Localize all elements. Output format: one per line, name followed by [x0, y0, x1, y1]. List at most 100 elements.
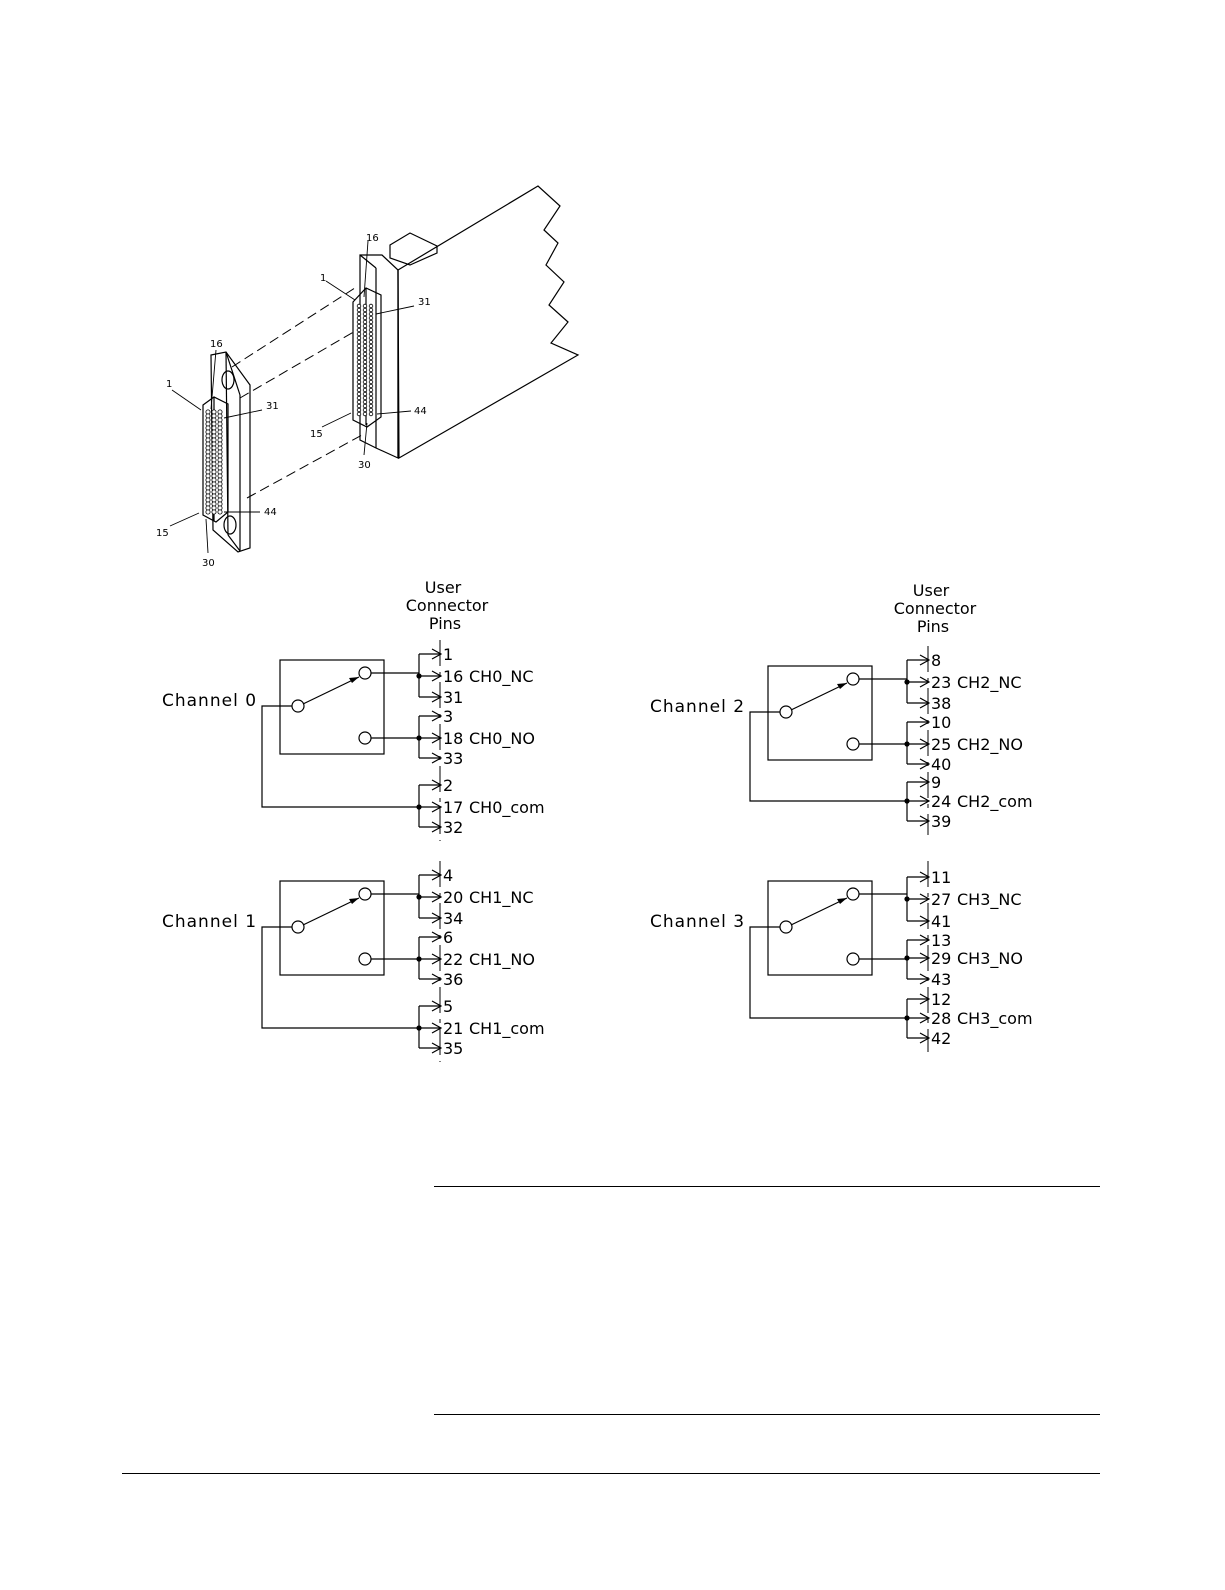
mating-guide-lines	[231, 285, 363, 499]
socket-hole	[362, 307, 368, 313]
socket-hole	[368, 307, 374, 313]
pin-arrow	[431, 1042, 443, 1054]
pin-arrow	[919, 676, 931, 688]
pin-arrow	[919, 952, 931, 964]
plug-pin	[217, 429, 223, 435]
nc-contact	[846, 672, 860, 686]
socket-hole	[368, 351, 374, 357]
socket-hole	[356, 379, 362, 385]
pin-arrow	[919, 915, 931, 927]
channel-1: Channel 142034CH1_NC62236CH1_NO52135CH1_…	[162, 861, 545, 1062]
plug-pin	[211, 477, 217, 483]
socket-hole	[356, 399, 362, 405]
plug-pin	[211, 489, 217, 495]
plug-pin	[211, 461, 217, 467]
pin-number: 40	[931, 755, 951, 774]
socket-hole	[368, 327, 374, 333]
signal-name: CH0_com	[469, 798, 545, 818]
signal-name: CH2_NO	[957, 735, 1023, 755]
socket-hole	[368, 387, 374, 393]
plug-pin-label: 16	[210, 339, 223, 350]
divider-line	[434, 1186, 1100, 1187]
footer-rule	[122, 1473, 1100, 1474]
socket-hole	[368, 399, 374, 405]
pin-arrow	[919, 738, 931, 750]
pin-arrow	[919, 871, 931, 883]
plug-pin	[211, 469, 217, 475]
no-contact	[846, 737, 860, 751]
plug-pin	[217, 493, 223, 499]
pin-arrow	[431, 732, 443, 744]
plug-pin	[211, 493, 217, 499]
pin-number: 31	[443, 688, 463, 707]
connector-drawing: 16 1 31 15 44 30 16 1 31 15 44 30	[156, 185, 580, 569]
plug-pin	[217, 473, 223, 479]
signal-name: CH1_NO	[469, 950, 535, 970]
socket-hole	[368, 391, 374, 397]
pin-number: 24	[931, 792, 951, 811]
pin-arrow	[431, 752, 443, 764]
junction-dot	[416, 894, 422, 900]
socket-hole	[362, 379, 368, 385]
pin-arrow	[431, 691, 443, 703]
relay-box	[767, 880, 873, 976]
plug-pin	[205, 409, 211, 415]
signal-name: CH1_com	[469, 1019, 545, 1039]
plug-pin	[211, 437, 217, 443]
pin-number: 33	[443, 749, 463, 768]
pin-number: 22	[443, 950, 463, 969]
socket-hole	[368, 363, 374, 369]
com-wire	[261, 705, 419, 808]
pin-arrow	[431, 931, 443, 943]
plug-pins	[205, 409, 223, 515]
socket-hole	[362, 399, 368, 405]
plug-pin	[205, 469, 211, 475]
junction-dot	[904, 679, 910, 685]
plug-pin	[217, 445, 223, 451]
socket-hole	[368, 311, 374, 317]
socket-hole	[368, 379, 374, 385]
socket-hole	[368, 303, 374, 309]
pin-arrow	[431, 1000, 443, 1012]
plug-pin-label: 30	[202, 558, 215, 569]
plug-pin-label: 31	[266, 401, 279, 412]
socket-hole	[368, 407, 374, 413]
plug-pin	[211, 453, 217, 459]
socket-hole	[362, 355, 368, 361]
pin-number: 12	[931, 990, 951, 1009]
socket-pin-label: 44	[414, 406, 427, 417]
plug-pin	[217, 465, 223, 471]
socket-hole	[356, 351, 362, 357]
pin-number: 10	[931, 713, 951, 732]
plug-pin	[205, 481, 211, 487]
socket-hole	[362, 403, 368, 409]
pin-number: 27	[931, 890, 951, 909]
socket-hole	[362, 347, 368, 353]
socket-hole	[356, 387, 362, 393]
header-pins: Pins	[429, 614, 461, 633]
socket-hole	[362, 335, 368, 341]
socket-hole	[368, 411, 374, 417]
socket-hole	[356, 403, 362, 409]
pin-arrow	[919, 815, 931, 827]
socket-hole	[362, 359, 368, 365]
socket-pin-label: 16	[366, 233, 379, 244]
socket-hole	[368, 339, 374, 345]
com-contact	[291, 699, 305, 713]
pin-number: 42	[931, 1029, 951, 1048]
plug-pin	[205, 497, 211, 503]
socket-hole	[356, 319, 362, 325]
pin-number: 29	[931, 949, 951, 968]
no-contact	[846, 952, 860, 966]
channel-name: Channel 2	[650, 697, 745, 717]
pin-number: 16	[443, 667, 463, 686]
plug-pin	[205, 457, 211, 463]
com-wire	[749, 926, 907, 1019]
nc-contact	[358, 666, 372, 680]
pin-number: 41	[931, 912, 951, 931]
socket-pin-label: 1	[320, 273, 326, 284]
switch-arm	[302, 897, 360, 926]
